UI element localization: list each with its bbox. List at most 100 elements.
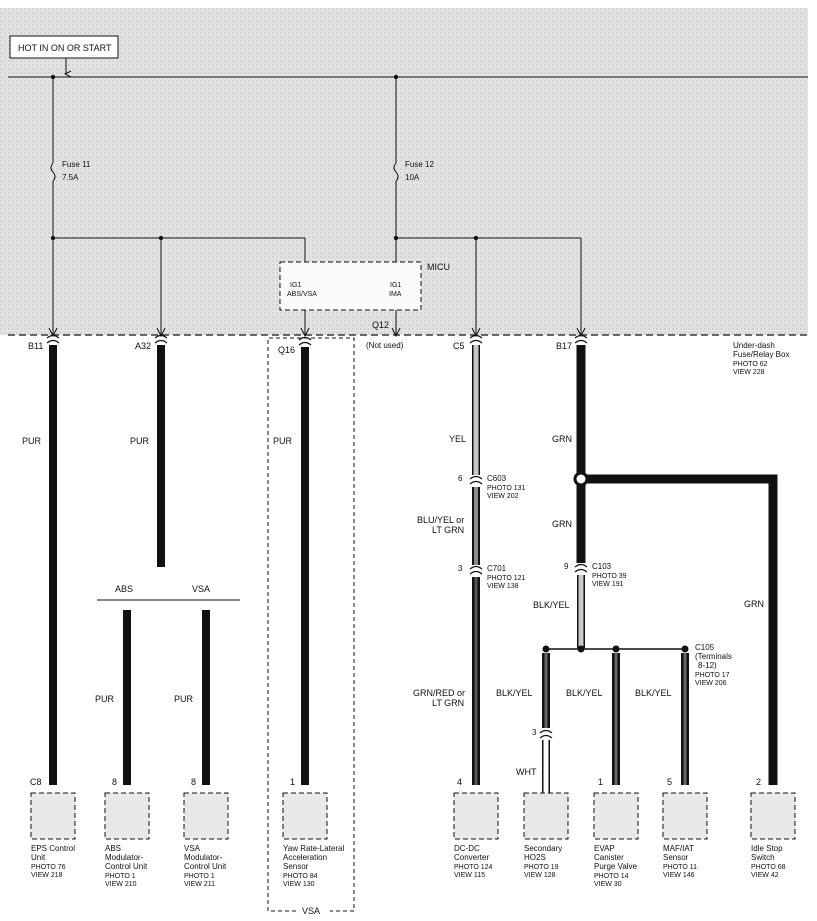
color-pur-a32: PUR bbox=[130, 436, 150, 446]
splice-grn bbox=[573, 471, 589, 487]
c103-view: VIEW 191 bbox=[592, 581, 624, 588]
color-pur-abs: PUR bbox=[95, 694, 115, 704]
component-photo-idle: PHOTO 68 bbox=[751, 864, 786, 871]
component-name-eps-0: EPS Control bbox=[31, 844, 75, 853]
component-view-abs: VIEW 210 bbox=[105, 881, 137, 888]
fuse-box-photo: PHOTO 62 bbox=[733, 361, 768, 368]
component-pin-yaw: 1 bbox=[290, 777, 295, 787]
component-photo-abs: PHOTO 1 bbox=[105, 873, 136, 880]
color-yel: YEL bbox=[449, 434, 466, 444]
micu-ima: IMA bbox=[389, 291, 402, 298]
fuse12-symbol bbox=[393, 162, 399, 182]
c103-pin: 9 bbox=[564, 562, 569, 571]
pin-a32: A32 bbox=[135, 341, 151, 351]
color-pur-q16: PUR bbox=[273, 436, 293, 446]
component-name-abs-1: Modulator- bbox=[105, 853, 144, 862]
wht-pin: 3 bbox=[532, 728, 537, 737]
c603-name: C603 bbox=[487, 474, 507, 483]
component-maf bbox=[662, 792, 708, 840]
component-ho2s bbox=[523, 792, 569, 840]
pin-b17: B17 bbox=[556, 341, 572, 351]
component-name-maf-0: MAF/IAT bbox=[663, 844, 694, 853]
fuse-box-label-1: Under-dash bbox=[733, 341, 775, 350]
component-idle bbox=[750, 792, 796, 840]
c103-name: C103 bbox=[592, 562, 612, 571]
component-pin-dcdc: 4 bbox=[457, 777, 462, 787]
vsa-frame bbox=[267, 337, 355, 912]
c701-name: C701 bbox=[487, 564, 507, 573]
component-name-dcdc-0: DC-DC bbox=[454, 844, 480, 853]
c105-term-2: 8-12) bbox=[698, 661, 717, 670]
micu-q12: Q12 bbox=[372, 320, 389, 330]
color-blkyel-maf: BLK/YEL bbox=[635, 688, 672, 698]
component-photo-vsa: PHOTO 1 bbox=[184, 873, 215, 880]
fuse11-name: Fuse 11 bbox=[62, 160, 91, 169]
micu-ig1-right: IG1 bbox=[390, 282, 401, 289]
hot-in-box bbox=[9, 35, 119, 59]
c701-pin: 3 bbox=[458, 564, 463, 573]
component-name-ho2s-1: HO2S bbox=[524, 853, 546, 862]
pin-c5: C5 bbox=[453, 341, 465, 351]
component-pin-idle: 2 bbox=[756, 777, 761, 787]
fuse-box-label-2: Fuse/Relay Box bbox=[733, 350, 789, 359]
component-view-dcdc: VIEW 115 bbox=[454, 872, 485, 879]
wire-idle-grn bbox=[587, 474, 778, 785]
fuse-box-view: VIEW 228 bbox=[733, 369, 765, 376]
micu-ig1-left: IG1 bbox=[290, 282, 301, 289]
component-view-yaw: VIEW 130 bbox=[283, 881, 315, 888]
component-name-evap-0: EVAP bbox=[594, 844, 615, 853]
component-name-yaw-1: Acceleration bbox=[283, 853, 327, 862]
micu-not-used: (Not used) bbox=[366, 341, 404, 350]
pin-b11: B11 bbox=[28, 341, 43, 351]
component-name-yaw-0: Yaw Rate-Lateral bbox=[283, 844, 344, 853]
c701-view: VIEW 138 bbox=[487, 583, 519, 590]
component-name-dcdc-1: Converter bbox=[454, 853, 489, 862]
component-view-vsa: VIEW 211 bbox=[184, 881, 215, 888]
component-name-idle-0: Idle Stop bbox=[751, 844, 783, 853]
component-name-evap-2: Purge Valve bbox=[594, 862, 638, 871]
component-eps bbox=[30, 792, 76, 840]
component-pin-evap: 1 bbox=[598, 777, 603, 787]
vsa-frame-label: VSA bbox=[302, 906, 320, 916]
component-view-evap: VIEW 30 bbox=[594, 881, 622, 888]
micu-box bbox=[279, 261, 422, 311]
c603-pin: 6 bbox=[458, 474, 463, 483]
c701-photo: PHOTO 121 bbox=[487, 575, 525, 582]
color-blkyel-ho2s: BLK/YEL bbox=[496, 688, 533, 698]
component-pin-abs: 8 bbox=[112, 777, 117, 787]
pin-q16: Q16 bbox=[278, 345, 295, 355]
component-photo-maf: PHOTO 11 bbox=[663, 864, 697, 871]
component-name-evap-1: Canister bbox=[594, 853, 624, 862]
color-bluyel-2: LT GRN bbox=[432, 525, 464, 535]
branch-vsa: VSA bbox=[192, 584, 210, 594]
fuse12-name: Fuse 12 bbox=[405, 160, 434, 169]
component-pin-maf: 5 bbox=[667, 777, 672, 787]
component-evap bbox=[593, 792, 639, 840]
c105-term-1: (Terminals bbox=[695, 652, 732, 661]
component-name-vsa-1: Modulator- bbox=[184, 853, 223, 862]
micu-label: MICU bbox=[427, 262, 450, 272]
component-name-abs-0: ABS bbox=[105, 844, 121, 853]
hot-in-label: HOT IN ON OR START bbox=[18, 43, 112, 53]
component-name-maf-1: Sensor bbox=[663, 853, 689, 862]
component-view-ho2s: VIEW 128 bbox=[524, 872, 556, 879]
component-name-abs-2: Control Unit bbox=[105, 862, 148, 871]
color-grnred-1: GRN/RED or bbox=[413, 688, 465, 698]
c103-photo: PHOTO 39 bbox=[592, 573, 627, 580]
component-name-idle-1: Switch bbox=[751, 853, 775, 862]
component-name-vsa-2: Control Unit bbox=[184, 862, 227, 871]
c603-photo: PHOTO 131 bbox=[487, 485, 525, 492]
c603-view: VIEW 202 bbox=[487, 493, 519, 500]
fuse12-rating: 10A bbox=[405, 173, 420, 182]
color-wht: WHT bbox=[516, 767, 537, 777]
fuse11-rating: 7.5A bbox=[62, 173, 79, 182]
component-photo-evap: PHOTO 14 bbox=[594, 873, 629, 880]
color-grn-1: GRN bbox=[552, 434, 572, 444]
component-dcdc bbox=[453, 792, 499, 840]
component-pin-eps: C8 bbox=[30, 777, 42, 787]
color-pur-vsa: PUR bbox=[174, 694, 194, 704]
color-blkyel-c103: BLK/YEL bbox=[533, 600, 570, 610]
c105-photo: PHOTO 17 bbox=[695, 672, 730, 679]
